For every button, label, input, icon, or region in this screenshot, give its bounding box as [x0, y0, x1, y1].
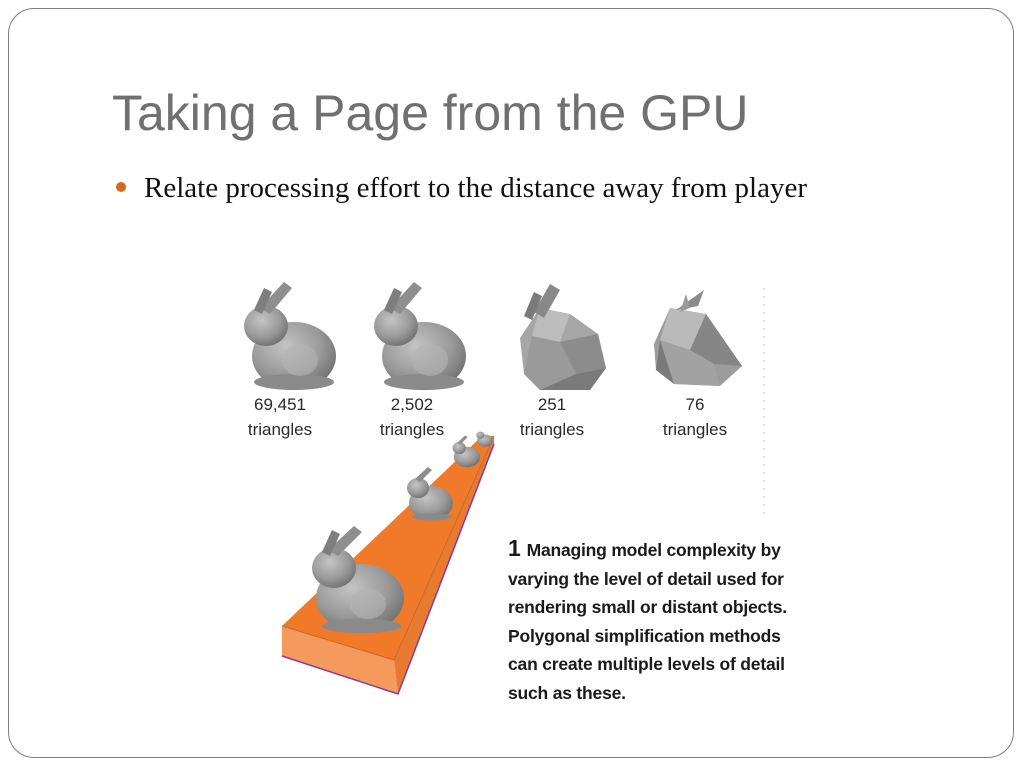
- track-bunny-near-icon: [312, 526, 404, 633]
- lod-caption-3: 251 triangles: [497, 392, 607, 442]
- caption-text-3: rendering small or distant objects.: [508, 597, 787, 617]
- lod-caption-4: 76 triangles: [640, 392, 750, 442]
- bunny-lod-2-icon: [374, 282, 466, 390]
- caption-number: 1: [508, 535, 521, 561]
- lod-count-4: 76: [685, 395, 705, 414]
- caption-text-4: Polygonal simplification methods: [508, 625, 781, 646]
- caption-text-2: varying the level of detail used for: [508, 568, 784, 589]
- lod-unit-3: triangles: [519, 420, 585, 439]
- bunny-lod-4-icon: [654, 290, 742, 386]
- lod-caption-1: 69,451 triangles: [225, 392, 335, 442]
- lod-count-3: 251: [537, 395, 567, 414]
- bunny-lod-1-icon: [244, 282, 336, 390]
- track-bunny-mid-icon: [407, 467, 453, 521]
- lod-count-2: 2,502: [390, 395, 434, 414]
- slide-frame: [8, 8, 1014, 758]
- slide-title: Taking a Page from the GPU: [112, 85, 749, 141]
- lod-illustration: [244, 282, 765, 695]
- track-bunny-farthest-icon: [476, 431, 493, 447]
- lod-count-1: 69,451: [254, 395, 306, 414]
- lod-unit-1: triangles: [247, 420, 313, 439]
- track-bunny-far-icon: [452, 435, 481, 468]
- lod-figure: 69,451 triangles 2,502 triangles 251 tri…: [232, 268, 792, 708]
- lod-caption-2: 2,502 triangles: [357, 392, 467, 442]
- bullet-item: Relate processing effort to the distance…: [116, 172, 807, 205]
- bunny-lod-3-icon: [520, 284, 606, 390]
- bullet-dot-icon: [116, 181, 126, 192]
- lod-unit-4: triangles: [662, 420, 728, 439]
- caption-text-5: can create multiple levels of detail: [508, 654, 785, 674]
- caption-text-1: Managing model complexity by: [526, 540, 781, 560]
- lod-unit-2: triangles: [379, 420, 445, 439]
- caption-text-6: such as these.: [508, 682, 626, 703]
- bullet-text: Relate processing effort to the distance…: [144, 172, 807, 204]
